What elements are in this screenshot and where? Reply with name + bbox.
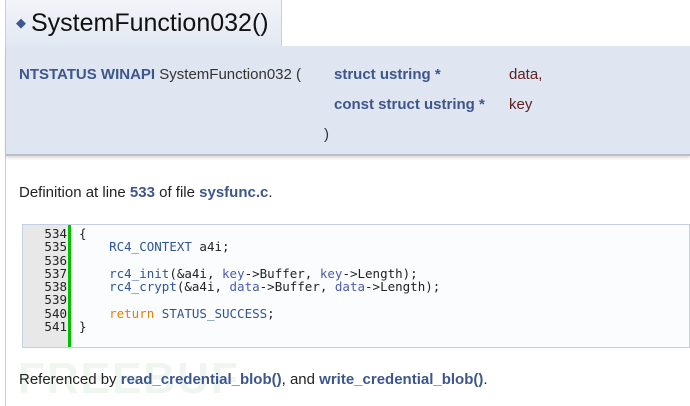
line-number[interactable]: 534	[44, 226, 67, 241]
code-token: rc4_init	[109, 265, 170, 281]
param-type-key[interactable]: const struct ustring *	[334, 96, 485, 113]
code-token: data	[334, 279, 366, 295]
referenced-by: Referenced by read_credential_blob(), an…	[19, 371, 488, 388]
line-number[interactable]: 535	[44, 239, 67, 255]
code-token: a4i;	[191, 239, 230, 255]
prototype-box: NTSTATUS WINAPI SystemFunction032 ( stru…	[6, 46, 690, 156]
code-token: data	[229, 279, 260, 295]
code-text: RC4_CONTEXT a4i;	[79, 239, 230, 255]
code-token: ->Length);	[365, 279, 441, 295]
code-token: key	[319, 265, 343, 281]
code-token: rc4_crypt	[109, 279, 177, 295]
definition-prefix: Definition at line	[19, 184, 126, 201]
code-token: }	[79, 319, 87, 335]
param-name-key: key	[509, 96, 533, 113]
return-type: NTSTATUS WINAPI	[19, 66, 156, 83]
code-line: 538 rc4_crypt(&a4i, data->Buffer, data->…	[23, 279, 689, 295]
prototype-return: NTSTATUS WINAPI SystemFunction032 (	[19, 66, 301, 83]
code-token: RC4_CONTEXT	[109, 239, 192, 255]
ref-suffix: .	[483, 371, 488, 388]
ref-middle: , and	[281, 371, 315, 388]
diamond-icon: ◆	[16, 15, 26, 30]
code-text: return STATUS_SUCCESS;	[79, 307, 275, 320]
code-text: }	[79, 320, 87, 333]
code-token: STATUS_SUCCESS	[161, 305, 268, 321]
definition-line: Definition at line 533 of file sysfunc.c…	[19, 184, 273, 201]
definition-middle: of file	[159, 184, 195, 201]
code-line: 540 return STATUS_SUCCESS;	[23, 305, 689, 321]
param-name-data: data,	[509, 66, 543, 83]
code-token	[79, 279, 109, 294]
member-title-text: SystemFunction032()	[31, 8, 269, 37]
line-number[interactable]: 539	[44, 292, 67, 308]
code-text: rc4_init(&a4i, key->Buffer, key->Length)…	[79, 267, 418, 280]
line-number[interactable]: 540	[44, 305, 67, 321]
line-number[interactable]: 537	[44, 265, 67, 281]
code-line: 541}	[23, 319, 689, 335]
read-credential-blob-link[interactable]: read_credential_blob()	[120, 371, 282, 388]
code-token: ->Length);	[342, 265, 418, 281]
code-token: {	[79, 226, 87, 241]
line-number[interactable]: 536	[44, 252, 67, 268]
open-paren: (	[296, 66, 302, 83]
member-title: ◆ SystemFunction032()	[6, 0, 282, 46]
write-credential-blob-link[interactable]: write_credential_blob()	[319, 371, 484, 388]
param-type-data[interactable]: struct ustring *	[334, 66, 441, 83]
code-token	[79, 239, 109, 254]
line-number-gutter	[23, 225, 71, 347]
definition-suffix: .	[268, 184, 273, 201]
code-line: 535 RC4_CONTEXT a4i;	[23, 239, 689, 255]
code-token: ;	[267, 305, 275, 321]
line-number[interactable]: 541	[44, 319, 67, 335]
code-token: (&a4i,	[169, 265, 223, 281]
line-number[interactable]: 538	[44, 279, 67, 295]
code-token: (&a4i,	[176, 279, 230, 295]
code-line: 539	[23, 292, 689, 308]
code-token: return	[109, 305, 155, 321]
close-paren: )	[324, 126, 329, 143]
line-link[interactable]: 533	[129, 184, 155, 201]
ref-prefix: Referenced by	[19, 371, 117, 388]
page-border	[5, 0, 6, 406]
code-token: ->Buffer,	[259, 279, 335, 295]
code-text: {	[79, 227, 87, 240]
code-line: 536	[23, 252, 689, 268]
code-line: 537 rc4_init(&a4i, key->Buffer, key->Len…	[23, 265, 689, 281]
code-token: key	[222, 265, 245, 281]
function-name: SystemFunction032	[159, 66, 292, 83]
code-token	[154, 306, 162, 321]
code-token: ->Buffer,	[244, 265, 320, 281]
file-link[interactable]: sysfunc.c	[199, 184, 269, 201]
code-line: 534 {	[23, 226, 689, 241]
code-text: rc4_crypt(&a4i, data->Buffer, data->Leng…	[79, 280, 440, 293]
watermark: FREEBUF	[18, 354, 240, 403]
